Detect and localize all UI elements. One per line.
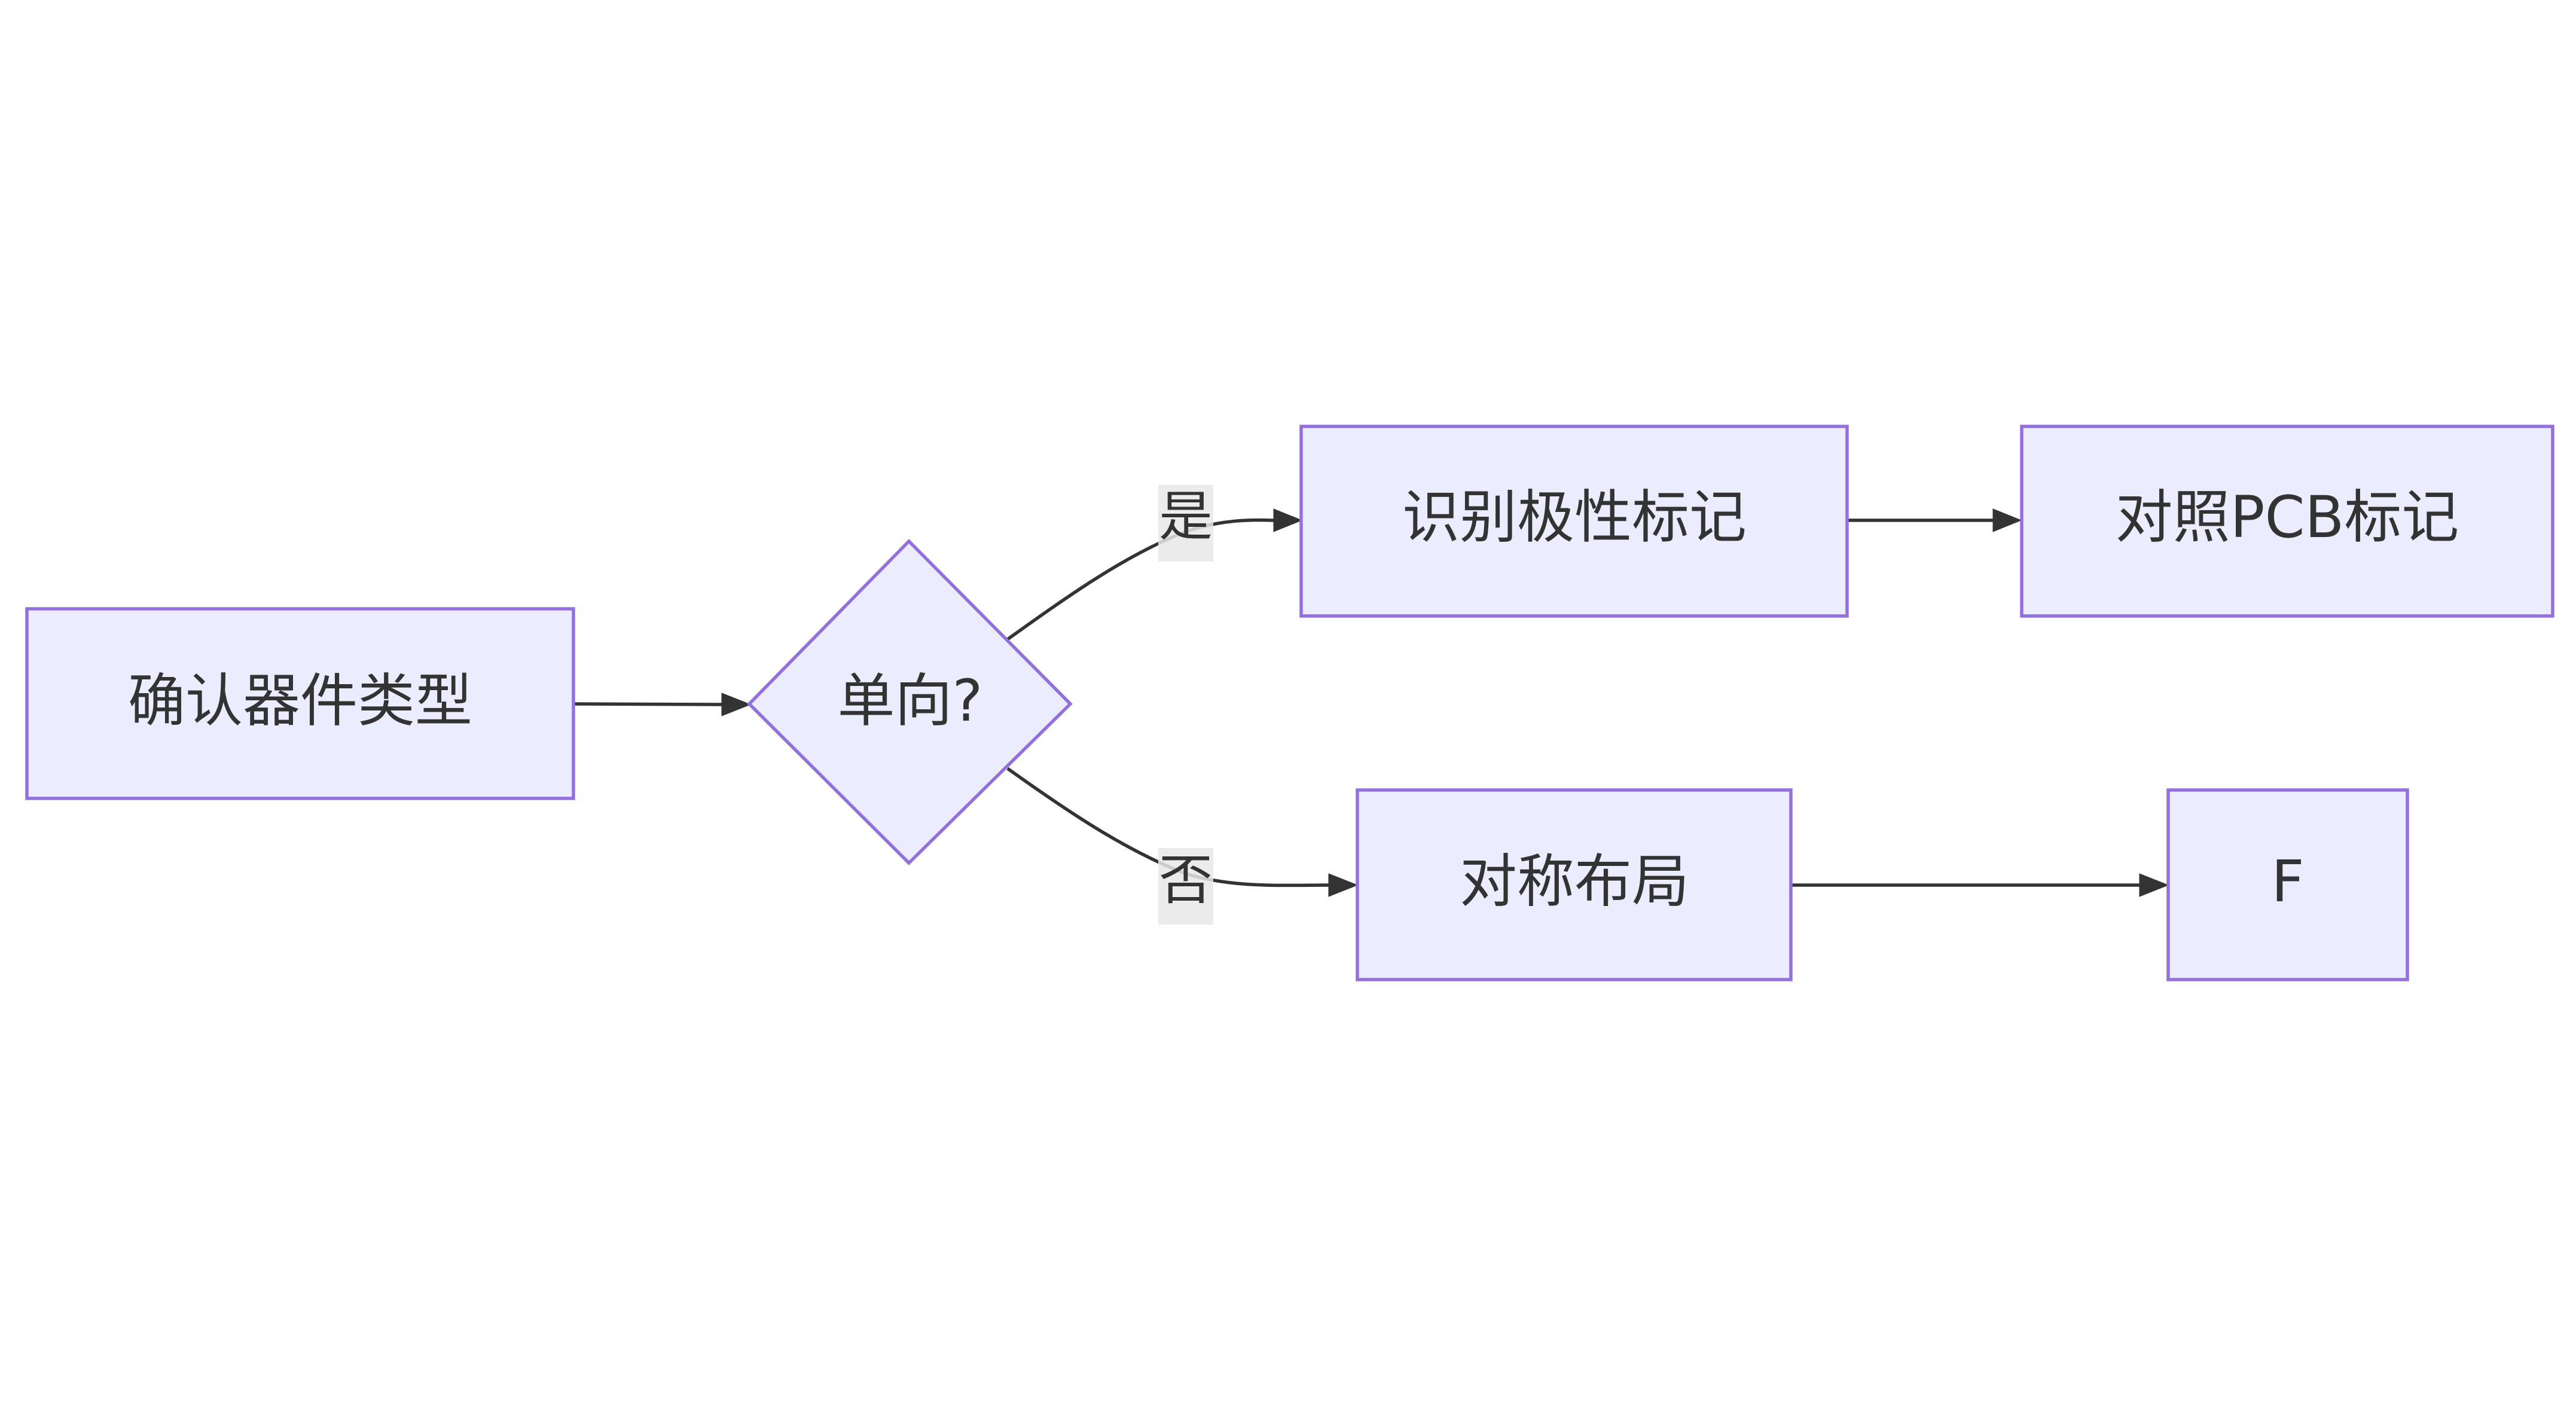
arrowhead-icon xyxy=(2139,873,2169,897)
node-symmetric-layout-label: 对称布局 xyxy=(1460,848,1689,915)
node-f-label: F xyxy=(2271,848,2304,915)
node-confirm-type[interactable]: 确认器件类型 xyxy=(25,607,575,800)
node-decision-label: 单向? xyxy=(838,667,983,734)
edge-confirm-to-decision xyxy=(574,693,752,716)
node-f[interactable]: F xyxy=(2166,788,2409,981)
node-symmetric-layout[interactable]: 对称布局 xyxy=(1356,788,1793,981)
edge-decision-to-polarity xyxy=(1006,508,1303,641)
edge-symmetric-to-f xyxy=(1790,873,2169,897)
arrowhead-icon xyxy=(1992,508,2022,532)
node-decision-unidirectional[interactable]: 单向? xyxy=(747,539,1073,865)
edge-label-no: 否 xyxy=(1158,848,1213,925)
edge-label-yes-text: 是 xyxy=(1159,486,1213,548)
node-compare-pcb[interactable]: 对照PCB标记 xyxy=(2020,425,2554,618)
arrowhead-icon xyxy=(1328,873,1359,897)
node-identify-polarity[interactable]: 识别极性标记 xyxy=(1299,425,1849,618)
node-compare-pcb-label: 对照PCB标记 xyxy=(2116,484,2459,551)
edge-polarity-to-pcb xyxy=(1848,508,2022,532)
nodes: 确认器件类型 单向? 识别极性标记 对照PCB标记 对称布局 F xyxy=(25,425,2554,981)
arrowhead-icon xyxy=(1273,508,1303,532)
arrowhead-icon xyxy=(721,693,752,716)
node-confirm-type-label: 确认器件类型 xyxy=(128,667,472,734)
edge-label-no-text: 否 xyxy=(1159,849,1213,912)
edge-labels: 是 否 xyxy=(1158,485,1213,925)
node-identify-polarity-label: 识别极性标记 xyxy=(1402,484,1747,551)
edge-label-yes: 是 xyxy=(1158,485,1213,562)
